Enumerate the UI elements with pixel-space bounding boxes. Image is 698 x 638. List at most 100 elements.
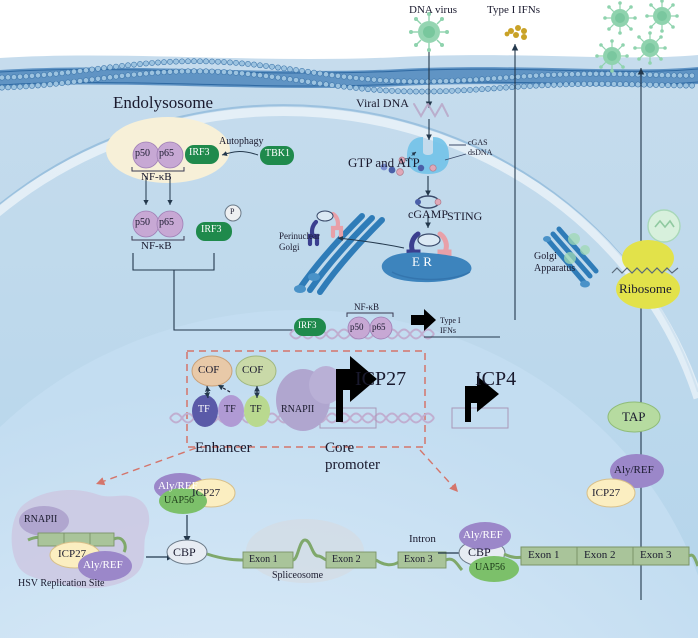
coactivator-cof-1: [191, 355, 233, 387]
label-dna-virus: DNA virus: [409, 4, 457, 16]
golgi-sting-dimer: [307, 210, 344, 247]
label-golgi-apparatus-line1: Golgi: [534, 251, 557, 262]
label-core-promoter-line1: Core: [325, 440, 355, 456]
label-tf-3: TF: [250, 404, 262, 415]
label-icp27-complex: ICP27: [192, 487, 221, 499]
phospho-group-icon: [224, 204, 242, 222]
label-nfkb-cytoplasm: NF-κB: [141, 240, 172, 252]
label-viral-dna: Viral DNA: [356, 96, 409, 110]
dsdna-leader-line: [444, 153, 467, 161]
ribosome: [611, 240, 680, 309]
label-exon-3a: Exon 3: [404, 554, 433, 565]
tbk1-kinase: [260, 146, 294, 165]
label-dsdna: dsDNA: [468, 148, 493, 157]
label-cof-1: COF: [198, 364, 220, 376]
transcription-factor-1: [192, 395, 218, 427]
viral-dna-helix: [413, 103, 449, 118]
alyref-hsv-site: [78, 551, 132, 581]
alyref-export-right: [610, 454, 664, 488]
label-perinuclear-golgi: Perinuclear Golgi: [279, 231, 320, 253]
sting-trafficking-arrow: [337, 235, 405, 249]
icp27-transcription-arrow-icon: [336, 356, 377, 422]
label-type-i-ifns-nuclear-line1: Type I: [440, 316, 461, 325]
label-core-promoter: Core promoter: [325, 440, 380, 474]
label-irf3-nuclear: IRF3: [298, 320, 317, 330]
label-p65-endolysosome: p65: [159, 148, 174, 159]
ifn-transcription-arrow-icon: [411, 309, 436, 336]
label-uap56-complex: UAP56: [164, 495, 195, 506]
icp27-export-right: [586, 478, 636, 508]
label-alyref-complex: Aly/REF: [158, 480, 198, 492]
label-alyref-right: Aly/REF: [614, 464, 654, 476]
p65-nuclear: [369, 316, 393, 340]
label-cbp-1: CBP: [173, 545, 196, 559]
dna-virus-particle: [409, 12, 449, 52]
label-tf-1: TF: [198, 404, 210, 415]
label-icp4-gene: ICP4: [475, 368, 517, 390]
nfkb-bracket-nuclear: [346, 312, 394, 317]
transcription-factor-3: [244, 395, 270, 427]
label-exon-2a: Exon 2: [332, 554, 361, 565]
label-p50-endolysosome: p50: [135, 148, 150, 159]
label-exon-3b: Exon 3: [640, 549, 672, 561]
label-core-promoter-line2: promoter: [325, 457, 380, 473]
label-irf3-endolysosome: IRF3: [189, 147, 210, 158]
label-golgi-apparatus-line2: Apparatus: [534, 263, 576, 274]
mature-mrna: [503, 546, 698, 567]
zoom-connector-right: [419, 449, 459, 493]
irf3-cytoplasm: [196, 222, 232, 241]
label-p50-nuclear: p50: [350, 322, 364, 332]
label-er: E R: [412, 254, 432, 269]
label-enhancer: Enhancer: [195, 440, 252, 456]
label-icp27-hsv: ICP27: [58, 548, 87, 560]
rnapii-hsv-site: [19, 506, 69, 536]
zoom-connector-left: [95, 447, 197, 486]
label-p50-cytoplasm: p50: [135, 217, 150, 228]
nfkb-bracket-endolysosome: [131, 167, 185, 172]
uap56-mature-mrnp: [469, 556, 519, 582]
cbp-cap-binding-1: [166, 539, 208, 565]
label-endolysosome: Endolysosome: [113, 93, 214, 112]
label-p65-nuclear: p65: [372, 322, 386, 332]
released-virions: [595, 0, 679, 73]
alyref-mature-mrnp: [459, 522, 511, 550]
nuclear-translocation-arrow: [173, 270, 306, 334]
label-intron: Intron: [409, 533, 436, 545]
transport-vesicle: [647, 209, 681, 243]
label-cgas: cGAS: [468, 138, 488, 147]
label-spliceosome: Spliceosome: [272, 570, 324, 581]
nfkb-bracket-cytoplasm: [131, 236, 185, 241]
label-cof-2: COF: [242, 364, 264, 376]
label-perinuclear-golgi-line1: Perinuclear: [279, 231, 320, 241]
type-i-ifn-particles: [504, 25, 527, 40]
label-autophagy: Autophagy: [219, 136, 264, 147]
label-type-i-ifns-nuclear-line2: IFNs: [440, 326, 457, 335]
transcription-factor-2: [218, 395, 244, 427]
autophagy-arrow: [221, 151, 259, 157]
cgamp-molecule: [415, 195, 442, 209]
rnapii-nuclear: [276, 366, 343, 431]
label-type-i-ifns-nuclear: Type I IFNs: [440, 316, 461, 336]
label-cgamp: cGAMP: [408, 207, 449, 221]
label-sting: STING: [447, 209, 483, 223]
label-alyref-hsv: Aly/REF: [83, 559, 123, 571]
label-rnapii-hsv: RNAPII: [24, 514, 58, 525]
label-nfkb-nuclear: NF-κB: [354, 302, 380, 312]
label-uap56-mature: UAP56: [475, 562, 506, 573]
label-irf3-cytoplasm: IRF3: [201, 224, 222, 235]
label-phospho: P: [230, 207, 235, 216]
label-ribosome: Ribosome: [619, 281, 672, 296]
plasma-membrane: [0, 58, 698, 95]
icp4-transcription-arrow-icon: [465, 376, 499, 422]
label-perinuclear-golgi-line2: Golgi: [279, 242, 300, 252]
pre-mrna-transcript: [206, 538, 464, 572]
label-tbk1: TBK1: [265, 148, 290, 159]
label-nfkb-endolysosome: NF-κB: [141, 171, 172, 183]
label-cbp-2: CBP: [468, 545, 491, 559]
label-gtp-and-atp: GTP and ATP: [348, 155, 420, 170]
label-exon-1b: Exon 1: [528, 549, 560, 561]
perinuclear-golgi: [294, 210, 385, 295]
label-hsv-replication-site: HSV Replication Site: [18, 578, 105, 589]
